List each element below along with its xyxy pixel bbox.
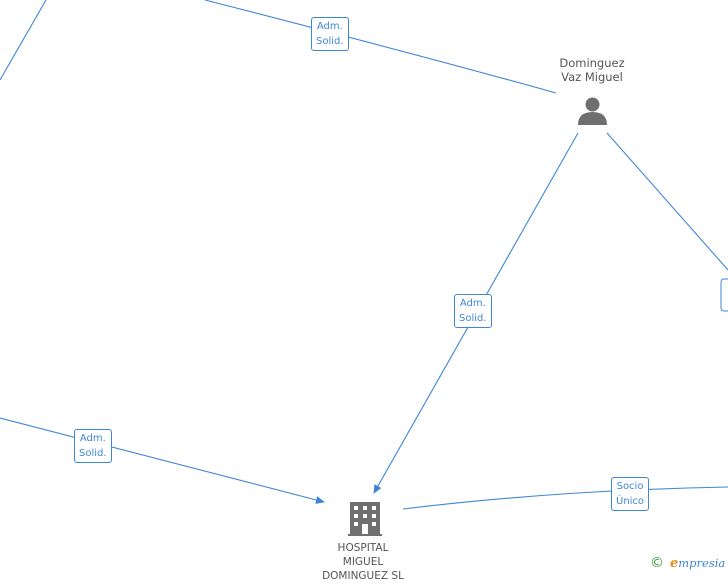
building-icon[interactable]: [348, 502, 382, 536]
edge-label-right-to-company[interactable]: Socio Único: [611, 477, 650, 511]
edge-label-left-to-company[interactable]: Adm. Solid.: [74, 429, 112, 463]
edge-label-top[interactable]: Adm. Solid.: [311, 17, 349, 51]
edge-top-to-person: [204, 0, 557, 94]
edge-offcanvas-top-left: [0, 0, 47, 81]
empresia-logo: empresia: [670, 556, 726, 571]
copyright-icon: ©: [650, 555, 664, 571]
company-node-label[interactable]: HOSPITAL MIGUEL DOMINGUEZ SL: [322, 542, 404, 582]
edge-right-to-company: [402, 486, 728, 510]
edge-person-to-right: [606, 132, 728, 271]
offcanvas-node-box[interactable]: [720, 278, 728, 312]
edge-label-person-to-company[interactable]: Adm. Solid.: [454, 294, 492, 328]
edge-left-to-company: [0, 417, 325, 504]
person-node-label[interactable]: Dominguez Vaz Miguel: [559, 56, 625, 84]
person-icon[interactable]: [578, 97, 607, 126]
